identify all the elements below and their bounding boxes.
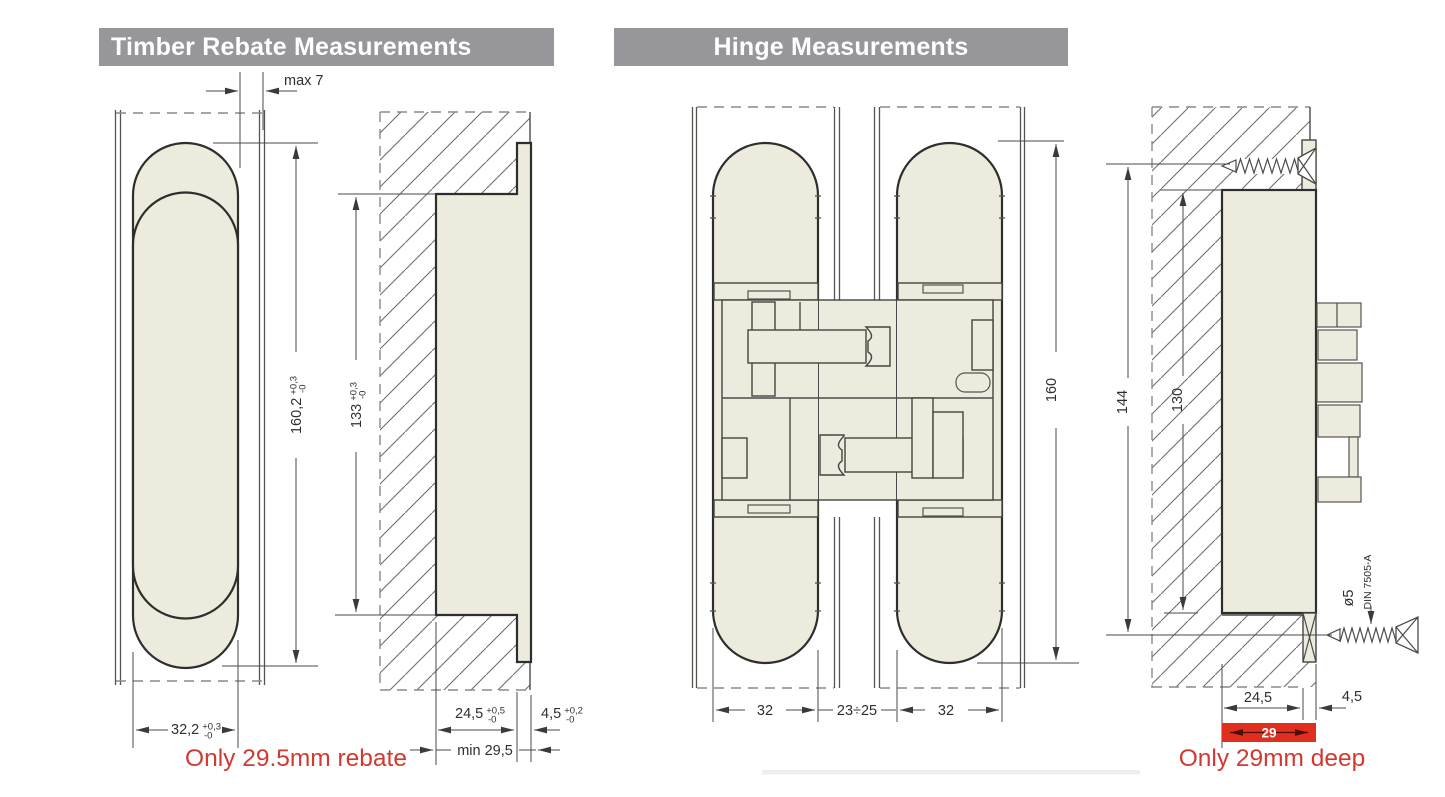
leaf-step-marks: [710, 195, 1005, 612]
screw-slot: [955, 372, 991, 393]
screw-standard-label: DIN 7505-A: [1362, 555, 1374, 610]
dim-lip-depth: 4,5+0,2-0: [541, 706, 583, 726]
depth-note: Only 29mm deep: [1179, 745, 1366, 772]
dim-recess-length: 133+0,3-0: [349, 382, 369, 428]
section-header-timber-label: Timber Rebate Measurements: [111, 33, 472, 61]
door-leaf-front-view: max 7 160,2+0,3-0 32,2+0,3-0 Only 29.5mm…: [114, 72, 433, 772]
top-screw-icon: [1220, 146, 1317, 186]
screw-diameter-label: ø5: [1341, 590, 1357, 607]
dim-leaf-width-right: 32: [938, 703, 954, 719]
dim-min-rebate: min 29,5: [457, 743, 513, 759]
dim-gap: 23÷25: [837, 703, 877, 719]
hinge-mechanism: [721, 299, 994, 501]
jamb-section-view: 133+0,3-0 24,5+0,5-0 4,5+0,2-0 min 29,5: [335, 111, 583, 765]
dim-body-depth: 24,5: [1244, 690, 1272, 706]
rebate-note: Only 29.5mm rebate: [185, 745, 407, 772]
link-arm-upper: [747, 329, 867, 364]
section-header-hinge-label: Hinge Measurements: [713, 33, 969, 61]
bottom-partial-bar: [762, 770, 1140, 775]
section-header-timber: Timber Rebate Measurements: [99, 28, 554, 66]
dim-leaf-width-left: 32: [757, 703, 773, 719]
dim-overall-height: 144: [1115, 390, 1131, 414]
hinge-cutout-inner: [131, 191, 240, 620]
dim-edge-max: max 7: [284, 73, 324, 89]
dim-total-depth: 29: [1261, 726, 1276, 741]
dim-cutout-length: 160,2+0,3-0: [289, 376, 309, 434]
hinge-knuckle-side: [1316, 302, 1363, 503]
section-header-hinge: Hinge Measurements: [614, 28, 1068, 66]
bottom-screw-icon: [1325, 615, 1419, 655]
dim-hinge-height: 160: [1044, 378, 1060, 402]
dim-body-height: 130: [1170, 388, 1186, 412]
dim-lip: 4,5: [1342, 689, 1362, 705]
hinge-side-section-view: 144 130 ø5 DIN 7505-A 24,5 4,5 29: [1106, 106, 1419, 772]
hinge-body-side: [1220, 188, 1318, 615]
dim-recess-depth: 24,5+0,5-0: [455, 706, 505, 726]
dim-cutout-width: 32,2+0,3-0: [171, 722, 221, 742]
rebate-profile: [434, 141, 533, 664]
depth-highlight-box: [1222, 723, 1316, 742]
hinge-front-view: 160 32 23÷25 32: [691, 106, 1079, 722]
